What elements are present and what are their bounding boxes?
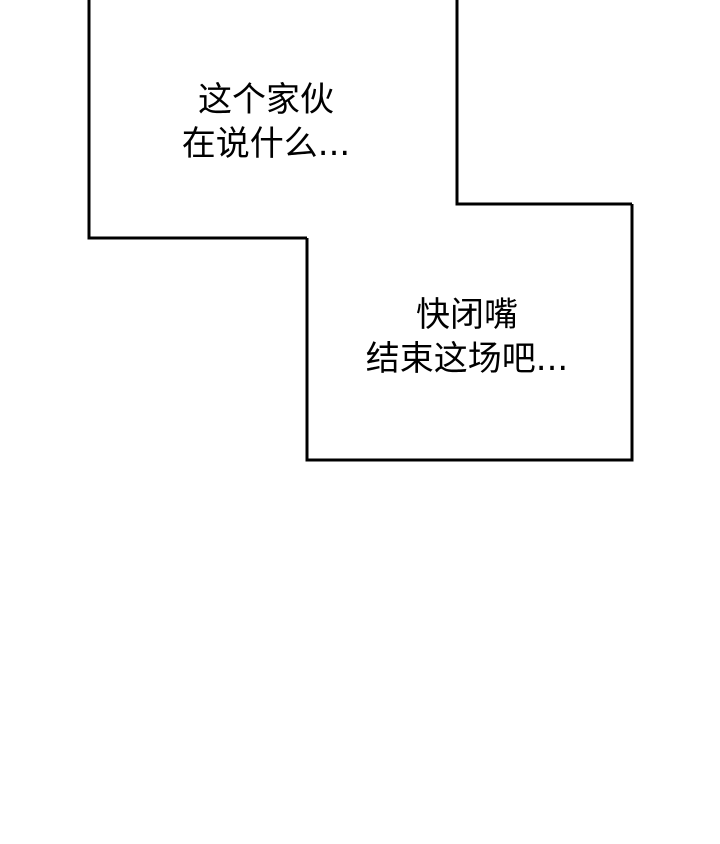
speech-line: 快闭嘴 (416, 295, 518, 335)
speech-text-upper: 这个家伙 在说什么... (166, 78, 366, 166)
speech-line: 这个家伙 (198, 80, 334, 120)
lower-panel-border (305, 204, 634, 462)
speech-line: 结束这场吧... (365, 339, 569, 379)
upper-panel-right-border (455, 0, 632, 206)
upper-panel-border (87, 0, 307, 240)
speech-line: 在说什么... (181, 124, 351, 164)
speech-text-lower: 快闭嘴 结束这场吧... (347, 293, 587, 381)
